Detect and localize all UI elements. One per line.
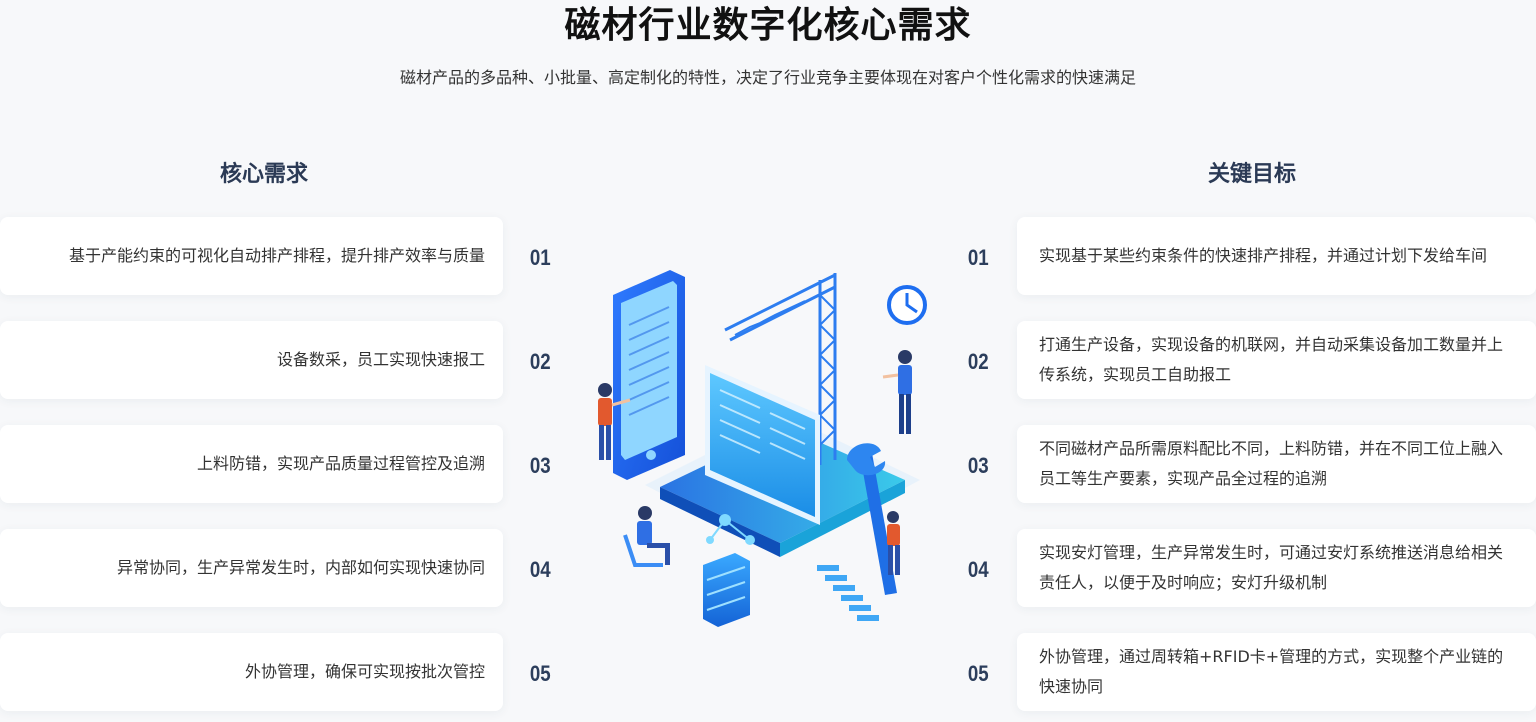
goal-card-05: 外协管理，通过周转箱+RFID卡+管理的方式，实现整个产业链的快速协同 xyxy=(1017,633,1536,711)
goal-card-03: 不同磁材产品所需原料配比不同，上料防错，并在不同工位上融入员工等生产要素，实现产… xyxy=(1017,425,1536,503)
core-needs-heading: 核心需求 xyxy=(220,162,309,187)
need-text-01: 基于产能约束的可视化自动排产排程，提升排产效率与质量 xyxy=(68,246,485,265)
need-card-01: 基于产能约束的可视化自动排产排程，提升排产效率与质量 xyxy=(0,217,503,295)
goal-number-01: 01 xyxy=(967,245,989,270)
need-text-04: 异常协同，生产异常发生时，内部如何实现快速协同 xyxy=(116,558,485,577)
page-subtitle: 磁材产品的多品种、小批量、高定制化的特性，决定了行业竞争主要体现在对客户个性化需… xyxy=(399,68,1136,87)
network-nodes xyxy=(706,514,755,545)
need-number-02: 02 xyxy=(529,349,551,374)
goal-number-04: 04 xyxy=(967,557,989,582)
need-text-03: 上料防错，实现产品质量过程管控及追溯 xyxy=(196,454,485,473)
need-text-02: 设备数采，员工实现快速报工 xyxy=(276,350,485,369)
worker-figure-wrench xyxy=(887,511,900,575)
phone-icon xyxy=(613,270,685,480)
need-text-05: 外协管理，确保可实现按批次管控 xyxy=(244,662,485,681)
goal-number-03: 03 xyxy=(967,453,989,478)
goal-text-03: 不同磁材产品所需原料配比不同，上料防错，并在不同工位上融入员工等生产要素，实现产… xyxy=(1039,439,1504,488)
need-card-02: 设备数采，员工实现快速报工 xyxy=(0,321,503,399)
key-goals-heading: 关键目标 xyxy=(1208,162,1297,187)
goal-number-05: 05 xyxy=(967,661,989,686)
clock-icon xyxy=(887,285,927,325)
need-number-05: 05 xyxy=(529,661,551,686)
worker-figure-left xyxy=(598,383,631,460)
server-icon xyxy=(703,553,750,627)
goal-number-02: 02 xyxy=(967,349,989,374)
crane-icon xyxy=(724,273,837,465)
goal-text-05: 外协管理，通过周转箱+RFID卡+管理的方式，实现整个产业链的快速协同 xyxy=(1039,647,1504,696)
goal-card-04: 实现安灯管理，生产异常发生时，可通过安灯系统推送消息给相关责任人，以便于及时响应… xyxy=(1017,529,1536,607)
need-card-04: 异常协同，生产异常发生时，内部如何实现快速协同 xyxy=(0,529,503,607)
goal-text-04: 实现安灯管理，生产异常发生时，可通过安灯系统推送消息给相关责任人，以便于及时响应… xyxy=(1039,543,1504,592)
digital-factory-illustration xyxy=(598,270,927,627)
goal-text-01: 实现基于某些约束条件的快速排产排程，并通过计划下发给车间 xyxy=(1039,246,1488,265)
stairs-icon xyxy=(817,565,879,621)
need-card-03: 上料防错，实现产品质量过程管控及追溯 xyxy=(0,425,503,503)
monitor-icon xyxy=(705,365,820,525)
need-card-05: 外协管理，确保可实现按批次管控 xyxy=(0,633,503,711)
goal-text-02: 打通生产设备，实现设备的机联网，并自动采集设备加工数量并上传系统，实现员工自助报… xyxy=(1039,335,1504,384)
goal-card-01: 实现基于某些约束条件的快速排产排程，并通过计划下发给车间 xyxy=(1017,217,1536,295)
wrench-icon xyxy=(847,443,897,595)
worker-figure-right xyxy=(882,350,912,434)
need-number-03: 03 xyxy=(529,453,551,478)
goal-card-02: 打通生产设备，实现设备的机联网，并自动采集设备加工数量并上传系统，实现员工自助报… xyxy=(1017,321,1536,399)
page-title: 磁材行业数字化核心需求 xyxy=(564,5,972,46)
worker-figure-seated xyxy=(623,506,670,567)
need-number-01: 01 xyxy=(529,245,551,270)
need-number-04: 04 xyxy=(529,557,551,582)
